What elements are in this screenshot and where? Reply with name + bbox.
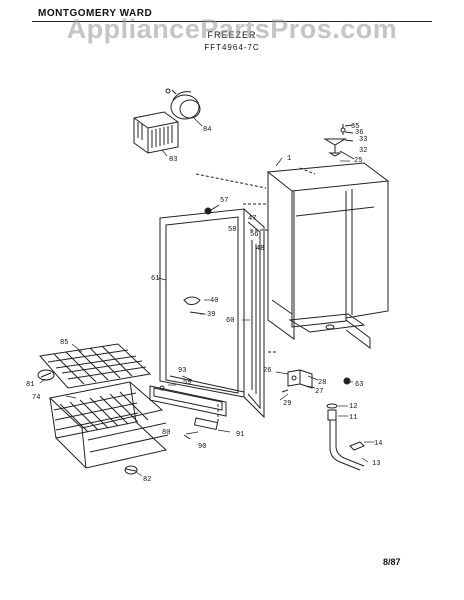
callout-74: 74 xyxy=(32,394,40,402)
callout-11: 11 xyxy=(349,414,357,422)
diagram-title: FREEZER xyxy=(207,30,257,40)
callout-48: 48 xyxy=(256,245,264,253)
callout-59: 59 xyxy=(183,379,191,387)
callout-1: 1 xyxy=(287,155,291,163)
part-84-motor xyxy=(165,88,201,120)
callout-40: 40 xyxy=(210,297,218,305)
part-1-cabinet xyxy=(266,162,390,349)
callout-63: 63 xyxy=(355,381,363,389)
part-63-plug xyxy=(343,377,351,385)
door-assembly xyxy=(159,208,265,419)
part-83-condenser xyxy=(133,111,179,154)
part-91-toe-grille xyxy=(149,385,227,440)
callout-26: 26 xyxy=(263,367,271,375)
page-code: 8/87 xyxy=(383,557,401,567)
leader-lines xyxy=(39,117,374,477)
brand-label: MONTGOMERY WARD xyxy=(38,8,153,19)
callout-32: 32 xyxy=(359,147,367,155)
callout-29: 29 xyxy=(283,400,291,408)
callout-56: 56 xyxy=(250,231,258,239)
header-divider xyxy=(32,21,432,22)
callout-47: 47 xyxy=(248,215,256,223)
part-82-leg xyxy=(124,465,138,475)
callout-36: 36 xyxy=(355,129,363,137)
callout-28: 28 xyxy=(318,379,326,387)
callout-12: 12 xyxy=(349,403,357,411)
callout-60: 60 xyxy=(226,317,234,325)
callout-58: 58 xyxy=(228,226,236,234)
callout-25: 25 xyxy=(354,157,362,165)
parts-26-29-hinge xyxy=(281,369,313,393)
callout-39: 39 xyxy=(207,311,215,319)
model-number: FFT4964-7C xyxy=(204,43,260,52)
part-85-wire-shelf xyxy=(39,343,152,389)
parts-32-36-thermostat xyxy=(323,124,355,160)
callout-83: 83 xyxy=(169,156,177,164)
part-81-clip xyxy=(37,369,55,381)
callout-13: 13 xyxy=(372,460,380,468)
callout-93: 93 xyxy=(178,367,186,375)
callout-85: 85 xyxy=(60,339,68,347)
callout-91: 91 xyxy=(236,431,244,439)
callout-90: 90 xyxy=(198,443,206,451)
callout-14: 14 xyxy=(374,440,382,448)
dashed-leaders xyxy=(195,167,316,422)
callout-57: 57 xyxy=(220,197,228,205)
part-74-basket xyxy=(48,381,169,469)
callout-82: 82 xyxy=(143,476,151,484)
callout-84: 84 xyxy=(203,126,211,134)
callout-80: 80 xyxy=(162,429,170,437)
callout-33: 33 xyxy=(359,136,367,144)
callout-81: 81 xyxy=(26,381,34,389)
callout-61: 61 xyxy=(151,275,159,283)
callout-27: 27 xyxy=(315,388,323,396)
parts-11-14-drain xyxy=(326,403,365,471)
callout-35: 35 xyxy=(351,123,359,131)
